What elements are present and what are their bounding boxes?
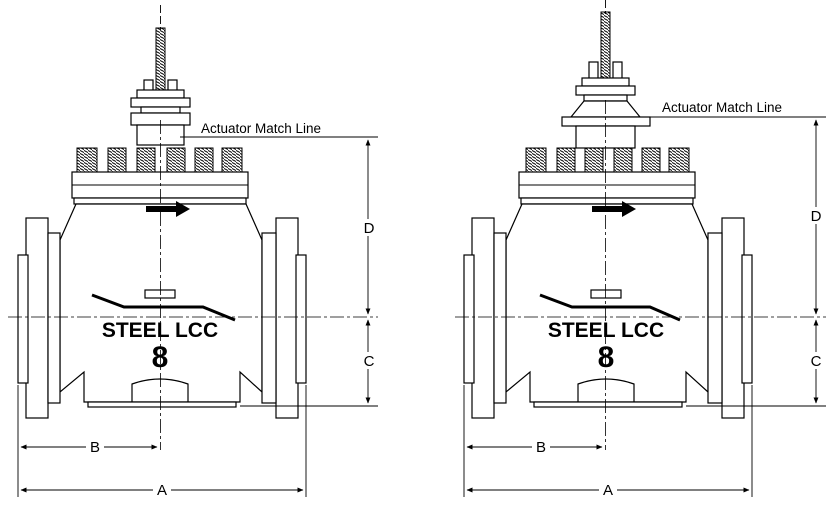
valve-size-text: 8 [152,341,169,374]
dimension-a-label: A [603,482,613,499]
bonnet-bolts [525,147,690,173]
valve-size-text: 8 [598,341,615,374]
valve-view-left: STEEL LCC 8 Actuator Match Line D C B A [8,5,378,499]
valve-stem [600,11,611,79]
flow-arrow-icon [146,201,190,217]
body-marking-text: STEEL LCC [102,319,218,342]
dimension-a-label: A [157,482,167,499]
dimension-d-label: D [364,220,375,237]
seat-line [539,293,681,322]
valve-view-right: STEEL LCC 8 Actuator Match Line D C B A [455,0,826,499]
end-flanges [463,217,753,419]
dimension-b-label: B [536,439,546,456]
dimension-c-label: C [811,353,822,370]
body-marking-text: STEEL LCC [548,319,664,342]
seat-line [91,293,236,322]
valve-stem [155,27,166,91]
bonnet-bolts [76,147,243,173]
flow-arrow-icon [592,201,636,217]
end-flanges [17,217,307,419]
dimension-c-label: C [364,353,375,370]
stem-nut-assembly [130,79,191,146]
actuator-match-line-label: Actuator Match Line [201,121,321,136]
dimension-d-label: D [811,208,822,225]
dimension-b-label: B [90,439,100,456]
actuator-match-line-label: Actuator Match Line [662,100,782,115]
